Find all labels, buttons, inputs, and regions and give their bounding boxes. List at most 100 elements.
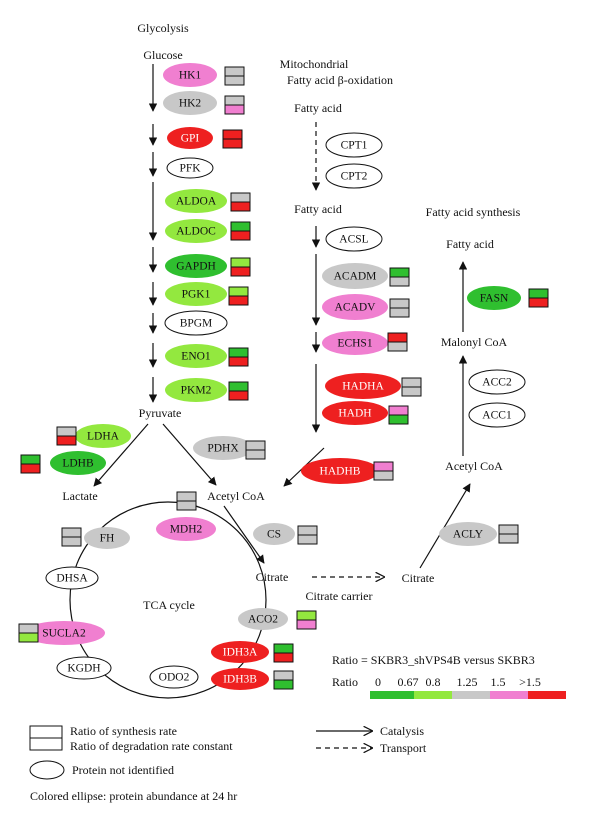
ratio-tick-label: 0.8 <box>426 675 441 689</box>
enzyme-aldoa-ratio-degradation <box>230 201 251 212</box>
enzyme-pgk1-label: PGK1 <box>182 289 211 301</box>
enzyme-acadv-ratio-degradation <box>389 307 410 318</box>
citrate-carrier-label: Citrate carrier <box>306 589 373 603</box>
legend-catalysis-text: Catalysis <box>380 724 424 738</box>
enzyme-idh3a-label: IDH3A <box>223 647 258 659</box>
enzyme-acc2-label: ACC2 <box>482 377 512 389</box>
enzyme-aldoc-ellipse <box>165 219 227 243</box>
beta-oxidation-arrows <box>283 122 325 487</box>
enzyme-aldoa-ellipse <box>165 189 227 213</box>
enzyme-kgdh-ellipse <box>56 656 112 680</box>
enzyme-acadv-ellipse <box>322 294 388 320</box>
enzyme-idh3b-label: IDH3B <box>223 674 257 686</box>
enzyme-aldoc-ratio-degradation <box>230 230 251 241</box>
enzyme-dhsa-ellipse <box>45 566 99 590</box>
enzyme-gapdh-label: GAPDH <box>176 261 216 273</box>
enzyme-acadv-ratio-synthesis <box>389 298 410 309</box>
enzyme-pdhx-label: PDHX <box>207 443 239 455</box>
tca-cycle-arrows <box>69 501 267 699</box>
enzyme-hadha-ellipse <box>325 373 401 399</box>
enzyme-acc1-ellipse <box>468 402 526 428</box>
enzyme-fh-ratio-synthesis <box>61 527 82 538</box>
enzyme-hadh-ratio-synthesis <box>388 405 409 416</box>
enzyme-pdhx-ratio-synthesis <box>245 440 266 451</box>
pyruvate-label: Pyruvate <box>139 406 182 420</box>
enzyme-aldoa-label: ALDOA <box>176 196 217 208</box>
enzyme-idh3a-ellipse <box>211 641 269 663</box>
enzyme-cpt2-ellipse <box>325 163 383 189</box>
enzyme-fh-label: FH <box>100 533 115 545</box>
enzyme-kgdh-label: KGDH <box>67 663 100 675</box>
enzyme-hadh-ratio-degradation <box>388 414 409 425</box>
enzyme-ldha-label: LDHA <box>87 431 120 443</box>
enzyme-cs-label: CS <box>267 529 281 541</box>
enzyme-hadhb-ratio-degradation <box>373 470 394 481</box>
enzyme-aco2-ratio-synthesis <box>296 610 317 621</box>
enzyme-odo2-label: ODO2 <box>159 672 190 684</box>
arrow-pyruvate-acetylcoa <box>162 423 217 486</box>
enzyme-pkm2-ratio-synthesis <box>228 381 249 392</box>
enzyme-hk2-ratio-synthesis <box>224 95 245 106</box>
enzyme-bpgm-ellipse <box>164 310 228 336</box>
ratio-legend-segment-lightgreen <box>414 691 452 699</box>
enzyme-hadhb-label: HADHB <box>320 466 361 478</box>
enzyme-echs1-ellipse <box>322 331 388 355</box>
enzyme-gpi-ratio-degradation <box>222 138 243 149</box>
enzyme-eno1-ratio-degradation <box>228 356 249 367</box>
legend-colored-text: Colored ellipse: protein abundance at 24… <box>30 789 237 803</box>
enzyme-hadh-ellipse <box>322 401 388 425</box>
enzyme-ldha-ellipse <box>75 424 131 448</box>
enzyme-cs-ratio-degradation <box>297 534 318 545</box>
enzyme-eno1-label: ENO1 <box>181 351 211 363</box>
enzyme-echs1-label: ECHS1 <box>337 338 372 350</box>
legend-degradation-box <box>29 737 63 751</box>
enzyme-sucla2-label: SUCLA2 <box>42 628 86 640</box>
enzyme-idh3b-ratio-synthesis <box>273 670 294 681</box>
ratio-legend-segment-green <box>370 691 414 699</box>
enzyme-hadha-ratio-synthesis <box>401 377 422 388</box>
enzyme-hk1-ellipse <box>163 63 217 87</box>
ratio-legend-title: Ratio = SKBR3_shVPS4B versus SKBR3 <box>332 653 535 667</box>
legend-degradation-text: Ratio of degradation rate constant <box>70 739 233 753</box>
enzyme-acc2-ellipse <box>468 369 526 395</box>
ratio-tick-label: >1.5 <box>519 675 541 689</box>
ratio-tick-label: 0 <box>375 675 381 689</box>
enzyme-ldhb-ellipse <box>50 451 106 475</box>
enzyme-pdhx-ratio-degradation <box>245 449 266 460</box>
enzyme-acc1-label: ACC1 <box>482 410 512 422</box>
enzyme-hadh-label: HADH <box>338 408 371 420</box>
enzyme-sucla2-ellipse <box>23 621 105 645</box>
enzyme-acsl-label: ACSL <box>339 234 368 246</box>
mito-title-line2: Fatty acid β-oxidation <box>287 73 393 87</box>
malonyl-coa-label: Malonyl CoA <box>441 335 508 349</box>
glycolysis-arrows <box>93 64 217 487</box>
ratio-tick-label: 0.67 <box>398 675 419 689</box>
enzyme-eno1-ellipse <box>165 344 227 368</box>
enzyme-hk1-ratio-degradation <box>224 75 245 86</box>
enzyme-gpi-ratio-synthesis <box>222 129 243 140</box>
enzyme-aco2-ratio-degradation <box>296 619 317 630</box>
enzyme-acadm-ratio-degradation <box>389 276 410 287</box>
fatty-acid-synthesis-title: Fatty acid synthesis <box>426 205 521 219</box>
enzyme-pkm2-label: PKM2 <box>181 385 212 397</box>
enzyme-ldhb-label: LDHB <box>62 458 94 470</box>
enzyme-mdh2-ellipse <box>156 517 216 541</box>
ratio-tick-label: 1.25 <box>457 675 478 689</box>
enzyme-aldoc-label: ALDOC <box>176 226 216 238</box>
enzyme-cpt1-ellipse <box>325 132 383 158</box>
enzyme-acadv-label: ACADV <box>335 302 377 314</box>
enzyme-acadm-label: ACADM <box>334 271 377 283</box>
enzyme-idh3b-ellipse <box>211 668 269 690</box>
enzyme-acsl-ellipse <box>325 226 383 252</box>
lactate-label: Lactate <box>62 489 97 503</box>
enzyme-hk1-label: HK1 <box>179 70 202 82</box>
citrate-right-label: Citrate <box>402 571 435 585</box>
enzyme-pgk1-ellipse <box>165 282 227 306</box>
enzyme-pgk1-ratio-degradation <box>228 295 249 306</box>
enzyme-dhsa-label: DHSA <box>56 573 88 585</box>
enzyme-ldhb-ratio-degradation <box>20 463 41 474</box>
enzyme-hadhb-ellipse <box>301 458 379 484</box>
enzyme-gapdh-ratio-synthesis <box>230 257 251 268</box>
enzyme-pkm2-ratio-degradation <box>228 390 249 401</box>
